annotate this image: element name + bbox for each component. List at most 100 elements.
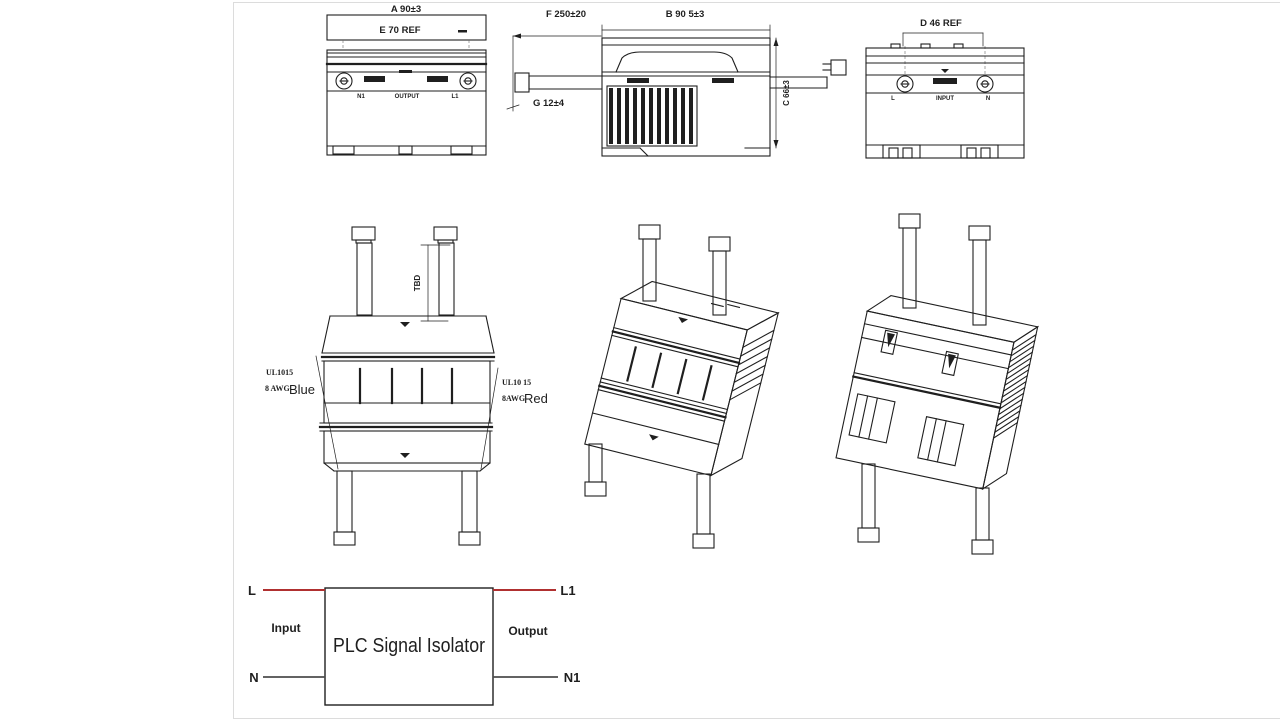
screw-terminal-icon — [459, 72, 477, 90]
screw-terminal-icon — [335, 72, 353, 90]
leader-line — [480, 367, 499, 470]
wire-bottom-right — [692, 473, 715, 549]
body-flare — [479, 462, 491, 472]
lower-band — [851, 375, 1002, 410]
terminal-section — [323, 360, 491, 424]
vent-slot — [627, 78, 649, 83]
wire-top-left — [351, 226, 376, 316]
wire-bottom-right — [458, 470, 481, 546]
lower-band — [599, 381, 728, 415]
body-flare — [485, 315, 495, 354]
iso-side-face — [981, 325, 1039, 491]
divider-band — [611, 330, 741, 365]
dim-label-f: F 250±20 — [546, 9, 586, 20]
terminal-label: INPUT — [936, 96, 954, 102]
dim-tick — [506, 104, 520, 110]
dim-arrow — [513, 33, 521, 39]
leader-line — [315, 355, 339, 470]
terminal-pin — [626, 346, 637, 382]
terminal-label: OUTPUT — [395, 94, 420, 100]
top-tab — [953, 43, 964, 49]
dim-label-a: A 90±3 — [391, 4, 421, 15]
body-outline — [865, 47, 1025, 159]
rail-line — [860, 336, 1009, 370]
iso-top-face — [619, 280, 780, 331]
terminal-pin — [701, 365, 713, 401]
top-hump — [615, 51, 739, 73]
dim-label-c: C 66±3 — [782, 80, 791, 106]
view-isometric-front — [584, 224, 780, 549]
latch-hook — [941, 350, 959, 377]
section-line — [600, 377, 729, 411]
body-flare — [323, 462, 335, 472]
dim-label-d: D 46 REF — [920, 18, 962, 29]
wire-gauge-label: 8AWG — [502, 394, 525, 403]
view-input-back: D 46 REF L INPUT N — [865, 18, 1025, 159]
divider-band — [613, 326, 741, 360]
body-outline — [601, 37, 771, 157]
terminal-label: L — [891, 96, 895, 102]
wire-top-right — [433, 226, 458, 316]
vent-slot — [427, 76, 448, 82]
vent-slot — [399, 70, 412, 73]
view-wired-front: TBD — [265, 226, 548, 546]
wire-top-right — [708, 236, 731, 316]
orientation-mark-icon — [400, 322, 410, 327]
view-isometric-back — [835, 213, 1040, 555]
terminal-label: N — [986, 96, 990, 102]
isolator-box — [324, 587, 494, 706]
wire-bottom-left — [857, 463, 880, 543]
body-flare — [321, 315, 331, 354]
cable-right — [769, 59, 847, 89]
vent-slot — [364, 76, 385, 82]
latch-hook — [880, 329, 899, 355]
wire-top-right — [968, 225, 991, 326]
terminal-label: N1 — [357, 94, 365, 100]
top-tab — [920, 43, 931, 49]
terminal-in-live: L — [248, 583, 256, 598]
block-diagram: PLC Signal Isolator L L1 Input Output N … — [248, 583, 581, 706]
section-line — [591, 412, 720, 446]
dim-label-b: B 90 5±3 — [666, 9, 705, 20]
dim-label-e: E 70 REF — [379, 25, 420, 36]
view-side: F 250±20 B 90 5±3 — [506, 9, 847, 157]
rail-line — [863, 323, 1012, 356]
wire-top-left — [898, 213, 921, 309]
wire-color-label: Blue — [289, 382, 315, 397]
output-label: Output — [508, 624, 547, 638]
terminal-pin — [676, 358, 688, 395]
iso-front-face — [835, 310, 1015, 490]
dim-arrow — [773, 140, 779, 148]
view-output-front: A 90±3 E 70 REF N1 OUTPUT L1 — [325, 4, 488, 156]
foot-tab — [398, 145, 413, 155]
terminal-pin — [651, 352, 663, 389]
wire-color-label: Red — [524, 391, 548, 406]
lower-section — [323, 430, 491, 464]
din-clip — [960, 144, 999, 159]
base-step — [639, 147, 649, 157]
vent-slot — [933, 78, 957, 84]
plan-detail-mark — [458, 30, 467, 33]
terminal-label: L1 — [451, 94, 459, 100]
top-tab — [890, 43, 901, 49]
vent-slot — [712, 78, 734, 83]
cable-left — [514, 72, 603, 93]
screw-terminal-icon — [896, 75, 914, 93]
lower-band — [853, 372, 1002, 405]
foot-tab — [332, 145, 355, 155]
dim-label-tbd: TBD — [413, 275, 422, 292]
input-label: Input — [271, 621, 300, 635]
orientation-mark-icon — [678, 316, 689, 323]
orientation-mark-icon — [400, 453, 410, 458]
terminal-out-live: L1 — [560, 583, 575, 598]
wire-top-left — [638, 224, 661, 302]
wire-bottom-left — [333, 470, 356, 546]
screw-terminal-icon — [976, 75, 994, 93]
iso-side-fins — [729, 329, 775, 401]
orientation-mark-icon — [941, 69, 949, 73]
din-clip — [882, 144, 921, 159]
terminal-out-neutral: N1 — [564, 670, 581, 685]
top-detail — [727, 303, 741, 309]
wire-gauge-label: 8 AWG — [265, 384, 290, 393]
